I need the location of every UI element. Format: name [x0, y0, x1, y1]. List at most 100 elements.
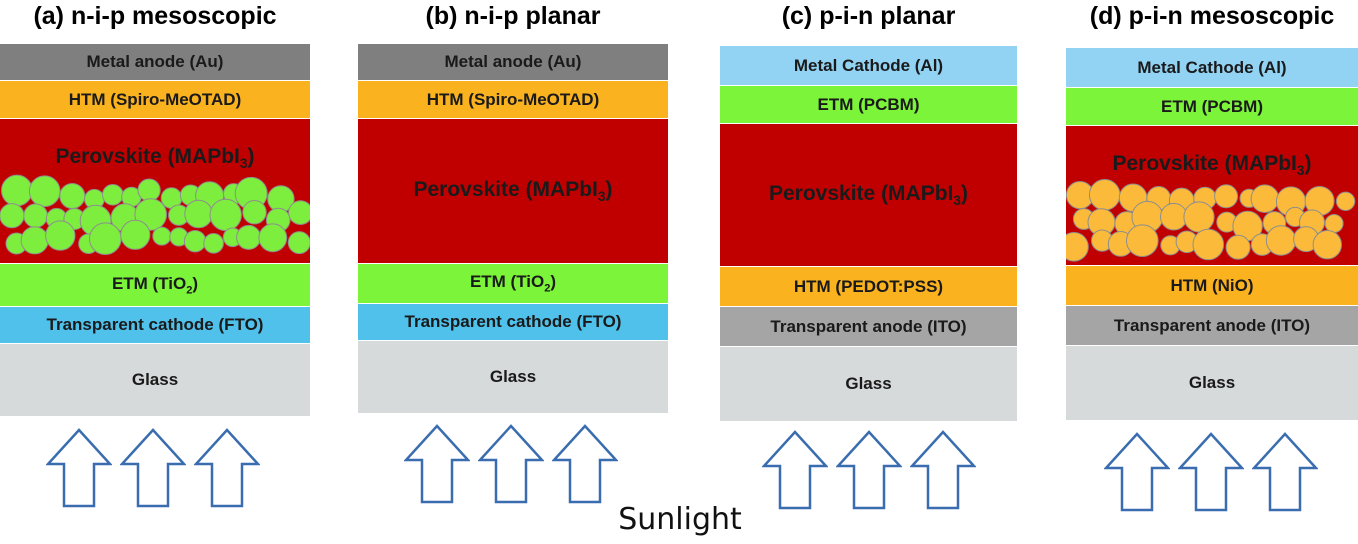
layer-glass: Glass	[720, 347, 1017, 422]
layer-label: Metal Cathode (Al)	[1137, 57, 1287, 77]
layer-htm: HTM (Spiro-MeOTAD)	[358, 81, 668, 119]
layer-etm: ETM (TiO2)	[358, 264, 668, 304]
grain	[102, 184, 124, 206]
layer-label: Metal Cathode (Al)	[793, 55, 944, 75]
layer-label: HTM (NiO)	[1170, 275, 1254, 295]
layer-htm: HTM (NiO)	[1066, 266, 1358, 306]
layer-label: HTM (PEDOT:PSS)	[793, 276, 944, 296]
sunlight-arrow	[1103, 432, 1171, 517]
layer-glass: Glass	[0, 344, 310, 417]
up-arrow-icon	[403, 424, 471, 504]
layer-label: ETM (PCBM)	[1161, 96, 1263, 116]
up-arrow-icon	[119, 428, 187, 508]
layer-perovskite: Perovskite (MAPbI3)	[1066, 126, 1358, 266]
layer-label: Perovskite (MAPbI3)	[55, 145, 255, 172]
up-arrow-icon	[1177, 432, 1245, 512]
layer-label: Metal anode (Au)	[444, 52, 582, 71]
grain	[120, 219, 151, 250]
sunlight-arrow	[909, 430, 977, 515]
grain	[183, 230, 207, 253]
grain	[1160, 202, 1188, 231]
grain	[1312, 230, 1342, 260]
layer-etm: ETM (PCBM)	[720, 86, 1017, 124]
panel-title: (b) n-i-p planar	[425, 2, 601, 30]
grain	[1066, 232, 1089, 262]
layer-etm: ETM (TiO2)	[0, 264, 310, 307]
layer-transparent: Transparent cathode (FTO)	[358, 304, 668, 341]
grain	[0, 203, 25, 229]
panel-p-i-n-mesoscopic: (d) p-i-n mesoscopic Metal Cathode (Al)E…	[1066, 0, 1358, 544]
sunlight-arrow	[477, 424, 545, 509]
sunlight-arrow	[193, 428, 261, 513]
grain	[59, 183, 86, 209]
layer-perovskite: Perovskite (MAPbI3)	[720, 124, 1017, 267]
layer-glass: Glass	[1066, 346, 1358, 421]
layer-htm: HTM (Spiro-MeOTAD)	[0, 81, 310, 119]
grain	[23, 203, 48, 228]
grain	[137, 178, 161, 202]
up-arrow-icon	[477, 424, 545, 504]
layer-perovskite: Perovskite (MAPbI3)	[358, 119, 668, 264]
layer-label: ETM (TiO2)	[469, 272, 557, 295]
layer-label: Metal anode (Au)	[86, 52, 224, 71]
layer-metal: Metal anode (Au)	[358, 44, 668, 81]
grain	[1214, 184, 1239, 209]
up-arrow-icon	[835, 430, 903, 510]
layer-transparent: Transparent anode (ITO)	[1066, 306, 1358, 346]
grain	[1183, 201, 1215, 233]
sunlight-arrow	[403, 424, 471, 509]
grain	[287, 231, 310, 255]
layer-metal: Metal anode (Au)	[0, 44, 310, 81]
layer-etm: ETM (PCBM)	[1066, 88, 1358, 126]
sunlight-arrow	[835, 430, 903, 515]
panel-n-i-p-planar: (b) n-i-p planar Metal anode (Au) HTM (Sp…	[358, 0, 668, 544]
grain	[45, 220, 76, 251]
grain	[184, 199, 213, 229]
layer-label: Perovskite (MAPbI3)	[413, 177, 613, 205]
panel-p-i-n-planar: (c) p-i-n planar Metal Cathode (Al) ETM (…	[720, 0, 1017, 544]
layer-label: Glass	[131, 370, 179, 389]
layer-label: Glass	[845, 374, 892, 393]
sunlight-arrow	[1177, 432, 1245, 517]
grain	[203, 233, 224, 254]
grain	[89, 222, 122, 255]
layer-label: Transparent anode (ITO)	[770, 316, 967, 336]
grain	[258, 223, 288, 253]
sunlight-arrow	[45, 428, 113, 513]
grain	[1126, 224, 1159, 257]
grain	[236, 224, 262, 250]
panel-title: (a) n-i-p mesoscopic	[33, 2, 277, 30]
grain	[20, 226, 49, 255]
grain	[209, 198, 242, 232]
sunlight-arrow	[119, 428, 187, 513]
sunlight-arrow	[761, 430, 829, 515]
grain	[1335, 191, 1356, 212]
grain	[1225, 234, 1251, 260]
up-arrow-icon	[551, 424, 619, 504]
layer-label: Perovskite (MAPbI3)	[769, 181, 968, 209]
panel-title: (c) p-i-n planar	[781, 2, 956, 30]
layer-metal: Metal Cathode (Al)	[1066, 48, 1358, 88]
grain	[1, 174, 33, 207]
up-arrow-icon	[45, 428, 113, 508]
up-arrow-icon	[193, 428, 261, 508]
grain	[1088, 179, 1121, 211]
layer-label: Perovskite (MAPbI3)	[1112, 152, 1312, 179]
layer-label: Glass	[489, 367, 537, 386]
grain	[152, 226, 172, 246]
layer-label: Transparent anode (ITO)	[1113, 315, 1311, 335]
sunlight-caption: Sunlight	[618, 502, 742, 537]
layer-label: ETM (PCBM)	[817, 94, 920, 114]
grain	[242, 200, 267, 225]
grain	[1250, 184, 1280, 213]
layer-label: HTM (Spiro-MeOTAD)	[68, 89, 242, 109]
up-arrow-icon	[761, 430, 829, 510]
sunlight-arrow	[551, 424, 619, 509]
panel-n-i-p-mesoscopic: (a) n-i-p mesoscopic Metal anode (Au) HTM…	[0, 0, 310, 544]
grain	[1192, 228, 1225, 261]
grain	[28, 175, 61, 207]
layer-glass: Glass	[358, 341, 668, 414]
up-arrow-icon	[1103, 432, 1171, 512]
grain	[1265, 225, 1297, 256]
layer-metal: Metal Cathode (Al)	[720, 46, 1017, 86]
